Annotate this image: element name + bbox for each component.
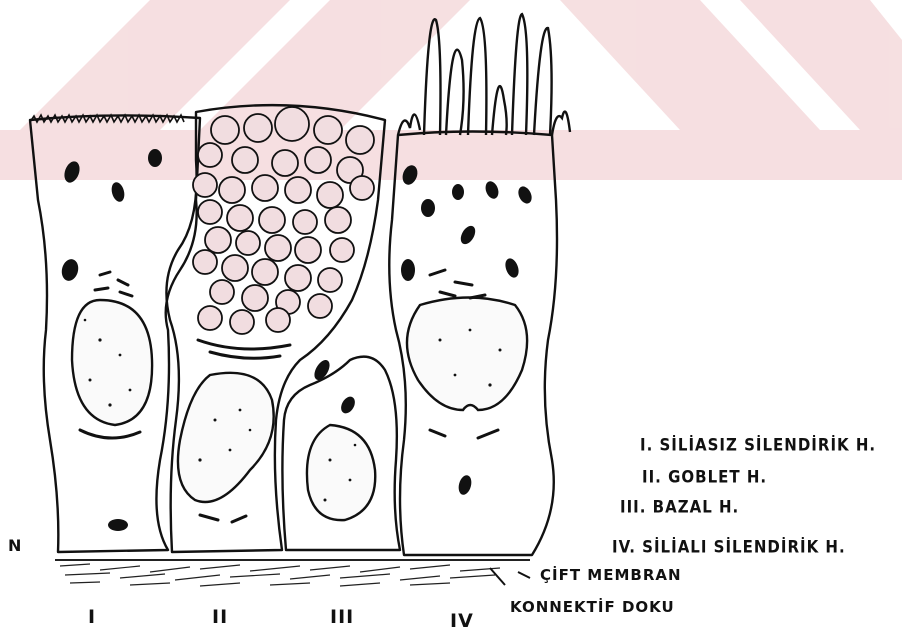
cell-numeral-1: I [88,606,96,628]
cell-numeral-4: IV [450,610,474,632]
cell-numeral-3: III [330,606,354,628]
cell-numeral-2: II [212,606,228,628]
n-label: N [8,536,22,555]
